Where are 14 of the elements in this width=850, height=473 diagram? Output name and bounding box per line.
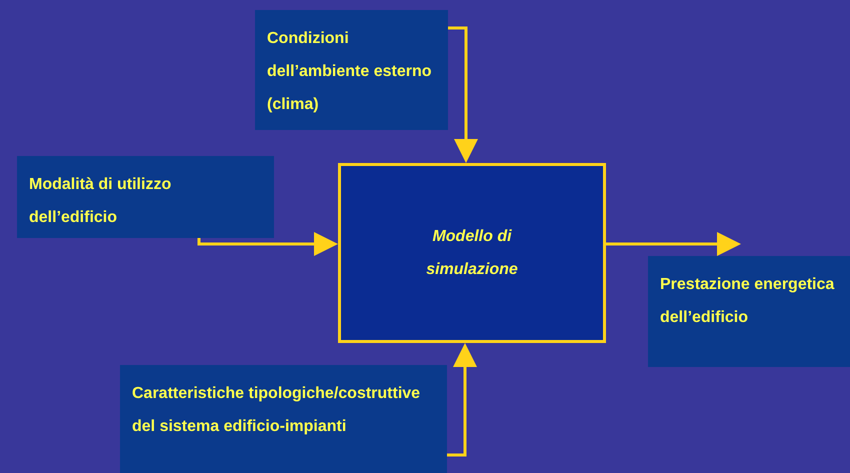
box-label: Modello di simulazione — [425, 227, 519, 280]
arrow — [448, 26, 478, 163]
input-box — [255, 10, 448, 130]
arrow — [606, 232, 741, 256]
input-box — [120, 365, 447, 473]
process-box — [338, 163, 606, 343]
box-label: Modalità di utilizzo dell’edificio — [29, 175, 172, 228]
box-label: Prestazione energetica dell’edificio — [660, 275, 836, 328]
arrow — [198, 232, 338, 256]
box-label: Condizioni dell’ambiente esterno (clima) — [267, 29, 432, 115]
box-label: Caratteristiche tipologiche/costruttive del sistema edificio-impianti — [132, 384, 422, 437]
output-box — [648, 256, 850, 367]
arrow — [447, 343, 477, 456]
input-box — [17, 156, 274, 238]
